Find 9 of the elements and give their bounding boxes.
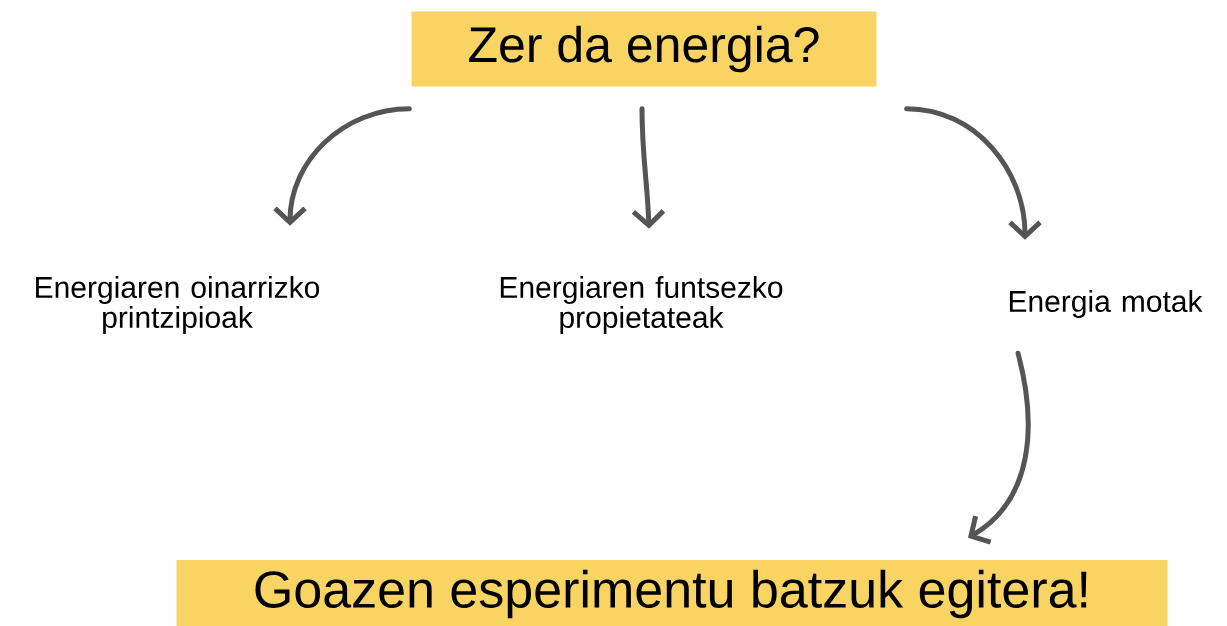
curved-arrow <box>273 106 412 226</box>
curved-arrow <box>968 350 1031 545</box>
curved-arrow <box>904 106 1042 240</box>
topic-label: Energiaren funtsezko propietateak <box>500 276 783 334</box>
title-banner: Zer da energia? <box>411 11 877 87</box>
call-to-action-banner: Goazen esperimentu batzuk egitera! <box>176 560 1168 626</box>
topic-label: Energiaren oinarrizko printzipioak <box>36 276 320 334</box>
curved-arrow <box>631 106 666 229</box>
topic-label: Energia motak <box>1009 290 1203 318</box>
